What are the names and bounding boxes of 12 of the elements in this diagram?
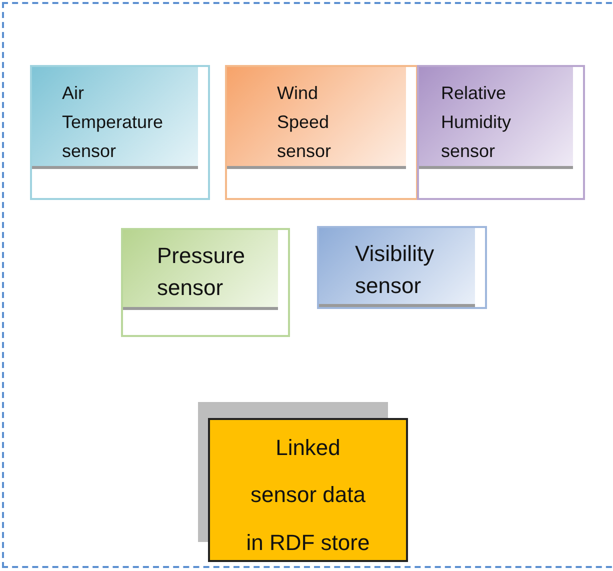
sensor-box <box>317 226 487 309</box>
sensor-label: Visibility sensor <box>355 240 436 300</box>
store-label: Linked sensor data in RDF store <box>245 434 371 557</box>
sensor-box <box>225 65 418 200</box>
sensor-label: Pressure sensor <box>157 242 246 302</box>
sensor-label: Wind Speed sensor <box>277 82 332 163</box>
sensor-box <box>30 65 210 200</box>
data-store-box <box>198 402 408 562</box>
sensor-box <box>417 65 585 200</box>
sensor-label: Relative Humidity sensor <box>441 82 512 163</box>
sensor-box <box>121 228 290 337</box>
sensor-label: Air Temperature sensor <box>62 82 164 163</box>
